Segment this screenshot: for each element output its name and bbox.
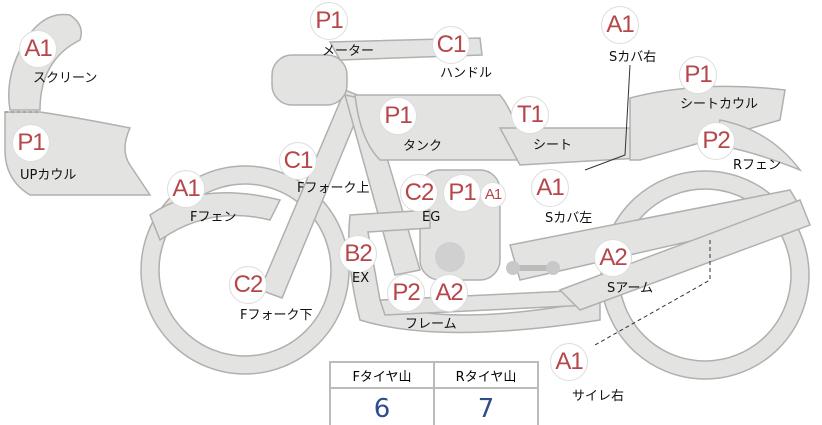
badge-upcowl[interactable]: P1 (12, 124, 50, 162)
badge-side-cover-right[interactable]: A1 (601, 6, 639, 44)
label-swingarm: Sアーム (607, 281, 654, 296)
rear-tire-header: Rタイヤ山 (433, 361, 539, 389)
label-tank: タンク (403, 139, 443, 154)
label-handle: ハンドル (440, 66, 493, 81)
badge-engine-2[interactable]: P1 (443, 174, 481, 212)
badge-frame-1[interactable]: P2 (387, 274, 425, 312)
badge-screen[interactable]: A1 (19, 30, 57, 68)
label-side-cover-right: Sカバ右 (609, 50, 657, 65)
badge-muffler-right[interactable]: A1 (550, 343, 588, 381)
badge-engine-1[interactable]: C2 (400, 174, 438, 212)
muffler-shape (558, 199, 811, 311)
label-front-fender: Fフェン (190, 210, 237, 225)
front-wheel (141, 166, 349, 374)
badge-tank[interactable]: P1 (379, 97, 417, 135)
badge-side-cover-left[interactable]: A1 (531, 169, 569, 207)
badge-seat[interactable]: T1 (511, 96, 549, 134)
badge-front-fender[interactable]: A1 (167, 170, 205, 208)
badge-swingarm[interactable]: A2 (594, 239, 632, 277)
badge-handle[interactable]: C1 (432, 26, 470, 64)
label-front-fork-lower: Fフォーク下 (240, 308, 313, 323)
badge-engine-3[interactable]: A1 (480, 182, 506, 208)
label-side-cover-left: Sカバ左 (545, 211, 593, 226)
label-rear-fender: Rフェン (733, 158, 782, 173)
label-engine: EG (422, 210, 441, 225)
badge-frame-2[interactable]: A2 (430, 274, 468, 312)
label-seat: シート (533, 138, 573, 153)
badge-rear-fender[interactable]: P2 (697, 122, 735, 160)
label-seat-cowl: シートカウル (680, 97, 759, 112)
label-frame: フレーム (405, 317, 457, 332)
label-front-fork-upper: Fフォーク上 (297, 181, 370, 196)
badge-seat-cowl[interactable]: P1 (679, 56, 717, 94)
rear-tire-value: 7 (433, 387, 539, 425)
label-meter: メーター (322, 44, 375, 59)
label-muffler-right: サイレ右 (572, 389, 625, 404)
badge-meter[interactable]: P1 (310, 2, 348, 40)
front-tire-header: Fタイヤ山 (329, 361, 435, 389)
headlight-meter (271, 54, 348, 106)
badge-front-fork-upper[interactable]: C1 (279, 142, 317, 180)
label-upcowl: UPカウル (20, 168, 77, 183)
badge-exhaust[interactable]: B2 (339, 235, 377, 273)
badge-front-fork-lower[interactable]: C2 (229, 266, 267, 304)
label-screen: スクリーン (33, 71, 98, 86)
label-exhaust: EX (352, 271, 370, 286)
front-tire-value: 6 (329, 387, 435, 425)
